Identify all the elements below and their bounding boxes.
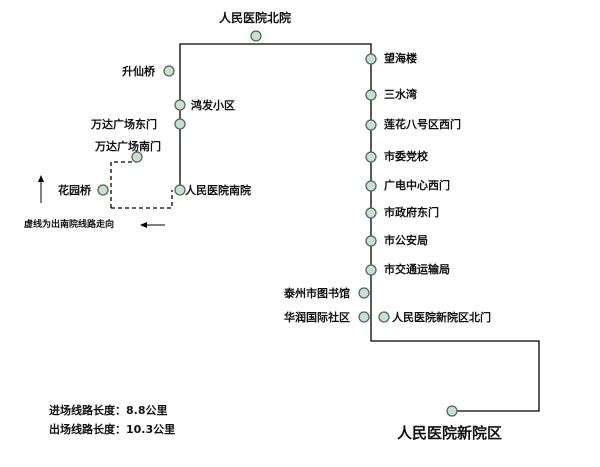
dashed-route-note: 虚线为出南院线路走向 [24,220,115,230]
station-dot-tushuguan [358,287,370,299]
station-dot-guangdian [365,180,377,192]
dashed-exit-route-2 [111,190,173,209]
station-dot-south [174,184,186,196]
station-label-guangdian: 广电中心西门 [384,179,450,192]
station-dot-newbei [378,311,390,323]
station-label-lianhua: 莲花八号区西门 [384,118,461,131]
station-dot-shizhengfu [365,207,377,219]
inbound-length-text: 进场线路长度：8.8公里 [49,404,168,417]
dashed-exit-route [110,161,137,208]
station-dot-shijiaotong [365,264,377,276]
station-label-shengxian: 升仙桥 [122,65,155,78]
station-label-newbei: 人民医院新院区北门 [392,311,491,324]
station-label-wandanan: 万达广场南门 [95,140,161,153]
station-label-wanghailou: 望海楼 [384,52,417,65]
station-label-wandadong: 万达广场东门 [91,118,157,131]
station-dot-newcampus [446,405,458,417]
station-label-north: 人民医院北院 [219,11,292,25]
station-label-shijiaotong: 市交通运输局 [384,263,450,276]
station-dot-wanghailou [365,53,377,65]
station-dot-shengxian [163,65,175,77]
station-dot-wandadong [174,118,186,130]
station-dot-lianhua [365,119,377,131]
station-label-huarun: 华润国际社区 [284,311,350,324]
left-arrow-head [140,222,147,228]
station-label-sanshuiwan: 三水湾 [384,88,417,101]
station-dot-wandanan [131,151,143,163]
station-label-shiwei: 市委党校 [384,150,428,163]
station-dot-sanshuiwan [365,89,377,101]
up-arrow-head [38,175,44,182]
station-dot-shigongan [365,235,377,247]
station-label-south: 人民医院南院 [185,184,251,197]
main-route-line [179,43,540,412]
station-label-newcampus: 人民医院新院区 [397,424,503,442]
outbound-length-text: 出场线路长度：10.3公里 [49,423,176,436]
station-label-hongfa: 鸿发小区 [191,99,235,112]
station-dot-north [250,30,262,42]
station-dot-huarun [358,311,370,323]
station-label-tushuguan: 泰州市图书馆 [284,287,350,300]
station-label-shigongan: 市公安局 [384,234,428,247]
station-dot-huayuan [97,184,109,196]
station-dot-shiwei [365,151,377,163]
station-label-huayuan: 花园桥 [58,184,91,197]
station-dot-hongfa [174,99,186,111]
station-label-shizhengfu: 市政府东门 [384,206,439,219]
